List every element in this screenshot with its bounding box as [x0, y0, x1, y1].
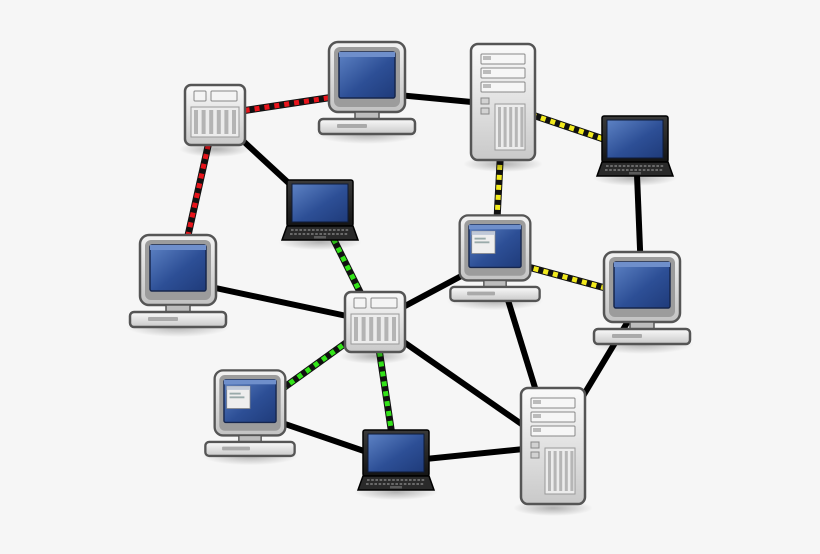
desktop-left-desktop-computer-icon [126, 233, 230, 337]
laptop-bottom-laptop-icon [354, 429, 438, 500]
desktop-top-desktop-computer-icon [315, 40, 419, 144]
network-nodes [126, 40, 694, 516]
server-tower-top-tower-server-icon [463, 42, 543, 172]
server-tower-bottom-tower-server-icon [513, 386, 593, 516]
laptop-center-laptop-icon [278, 179, 362, 250]
desktop-bottomleft-window-desktop-computer-icon [201, 369, 299, 466]
server-small-hub-server-icon [339, 290, 411, 364]
desktop-center-window-desktop-computer-icon [446, 214, 544, 311]
desktop-right-desktop-computer-icon [590, 250, 694, 354]
server-small-topleft-server-icon [179, 83, 251, 157]
laptop-right-laptop-icon [593, 115, 677, 186]
